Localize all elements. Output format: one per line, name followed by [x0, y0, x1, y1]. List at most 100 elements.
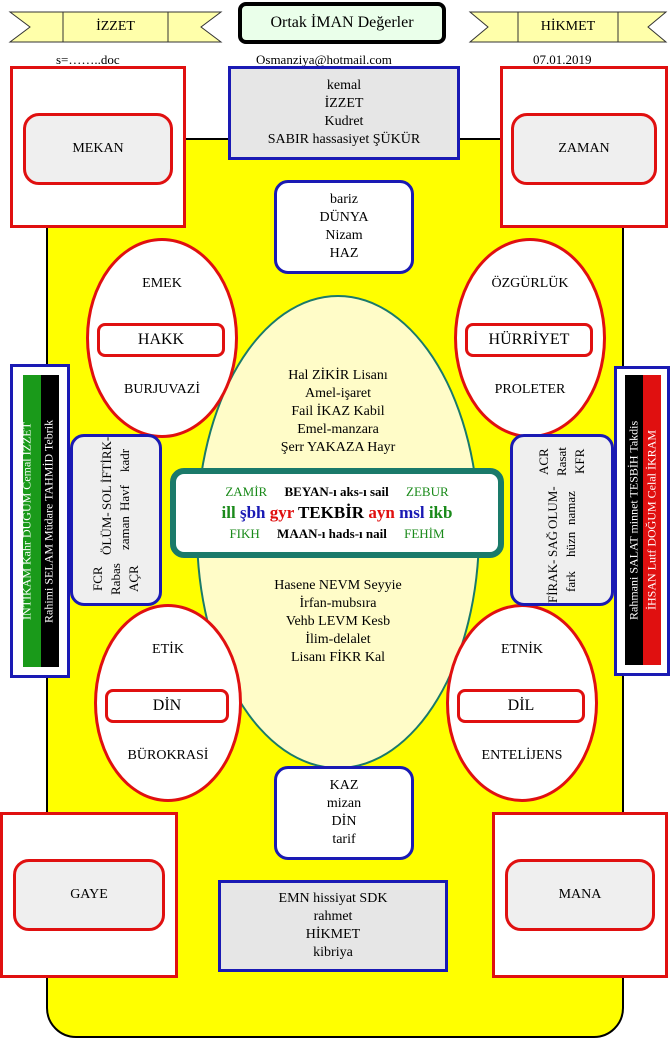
upper-inner-box: bariz DÜNYA Nizam HAZ — [274, 180, 414, 274]
oval-upper-line-4: Emel-manzara — [297, 422, 379, 437]
upper-line-1: bariz — [330, 192, 358, 207]
oval-lower-line-3: Vehb LEVM Kesb — [285, 614, 391, 629]
top-line-3: Kudret — [324, 114, 364, 129]
center-row-1: ZAMİR BEYAN-ı aks-ı sail ZEBUR — [225, 482, 448, 502]
emek-label: EMEK — [142, 276, 182, 291]
etnik-label: ETNİK — [501, 642, 543, 657]
burjuvazi-label: BURJUVAZİ — [124, 382, 200, 397]
upper-line-3: Nizam — [325, 228, 363, 243]
corner-bottom-right: MANA — [492, 812, 668, 978]
etik-label: ETİK — [152, 642, 184, 657]
proleter-label: PROLETER — [494, 382, 566, 397]
email: Osmanziya@hotmail.com — [256, 52, 392, 67]
oval-upper-line-5: Şerr YAKAZA Hayr — [280, 440, 396, 455]
left-flag-line-1: İNTİKAM Kahr DÜĞÜM Cemal İZZET — [19, 422, 34, 620]
corner-top-left: MEKAN — [10, 66, 186, 228]
top-values-box: kemal İZZET Kudret SABIR hassasiyet ŞÜKÜ… — [228, 66, 460, 160]
left-flag-green-stripe — [23, 375, 41, 667]
ozgurluk-label: ÖZGÜRLÜK — [491, 276, 569, 291]
oval-lower-text: Hasene NEVM Seyyie İrfan-mubsıra Vehb LE… — [236, 576, 440, 668]
oval-lower-line-2: İrfan-mubsıra — [299, 596, 377, 611]
gaye-box: GAYE — [13, 859, 165, 931]
lower-line-1: KAZ — [329, 778, 359, 793]
oval-upper-line-3: Fail İKAZ Kabil — [291, 404, 385, 419]
right-ribbon-label: HİKMET — [540, 19, 596, 34]
mana-box: MANA — [505, 859, 655, 931]
date: 07.01.2019 — [533, 52, 592, 67]
zamir-label: ZAMİR — [225, 484, 268, 499]
corner-top-right: ZAMAN — [500, 66, 668, 228]
oval-bottom-right: ETNİK DİL ENTELİJENS — [446, 604, 598, 802]
oval-lower-line-5: Lisanı FİKR Kal — [290, 650, 386, 665]
fehim-label: FEHİM — [404, 526, 445, 541]
left-flag-line-2: Rahimi SELAM Müdare TAHMİD Tebrik — [41, 419, 56, 623]
burokrasi-label: BÜROKRASİ — [127, 748, 209, 763]
hurriyet-box: HÜRRİYET — [465, 323, 593, 357]
right-flag-line-2: İHSAN Lutf DOĞUM Celal İKRAM — [644, 430, 659, 610]
center-row-3: FIKH MAAN-ı hads-ı nail FEHİM — [229, 524, 444, 544]
corner-bottom-left: GAYE — [0, 812, 178, 978]
msl-label: msl — [399, 503, 425, 522]
side-left-text: FCR Rabas AÇR ÖLÜM-zaman SOL Havf İFTİRK… — [73, 437, 159, 603]
dil-box: DİL — [457, 689, 585, 723]
side-right-box: FİRAK-fark SAĞ hüzn OLUM-namaz ACR Rasat… — [510, 434, 614, 606]
oval-bottom-left: ETİK DİN BÜROKRASİ — [94, 604, 242, 802]
filename: s=……..doc — [56, 52, 120, 67]
ill-label: ill — [221, 503, 236, 522]
bottom-line-1: EMN hissiyat SDK — [278, 891, 388, 906]
sbh-label: şbh — [239, 503, 266, 522]
right-ribbon — [468, 11, 668, 43]
entelijens-label: ENTELİJENS — [481, 748, 563, 763]
lower-line-2: mizan — [326, 796, 362, 811]
left-ribbon-label: İZZET — [96, 19, 135, 34]
oval-top-left: EMEK HAKK BURJUVAZİ — [86, 238, 238, 438]
bottom-line-3: HİKMET — [305, 927, 361, 942]
page-title: Ortak İMAN Değerler — [238, 2, 446, 44]
beyan-label: BEYAN-ı aks-ı sail — [284, 484, 389, 499]
side-right-line-4: ACR Rasat KFR — [536, 447, 587, 476]
side-left-line-2: ÖLÜM-zaman — [99, 512, 132, 555]
ikb-label: ikb — [428, 503, 453, 522]
gyr-label: gyr — [269, 503, 294, 522]
side-right-line-2: SAĞ hüzn — [545, 531, 578, 558]
oval-lower-line-4: İlim-delalet — [305, 632, 371, 647]
zebur-label: ZEBUR — [406, 484, 449, 499]
top-line-2: İZZET — [324, 96, 364, 111]
side-left-flag: İNTİKAM Kahr DÜĞÜM Cemal İZZET Rahimi SE… — [10, 364, 70, 678]
top-line-1: kemal — [326, 78, 362, 93]
zaman-box: ZAMAN — [511, 113, 657, 185]
oval-upper-line-2: Amel-işaret — [304, 386, 372, 401]
bottom-line-2: rahmet — [313, 909, 353, 924]
fikh-label: FIKH — [229, 526, 260, 541]
right-flag-black-stripe — [625, 375, 643, 665]
ayn-label: ayn — [368, 503, 395, 522]
oval-upper-text: Hal ZİKİR Lisanı Amel-işaret Fail İKAZ K… — [236, 366, 440, 458]
left-flag-black-stripe — [41, 375, 59, 667]
upper-line-4: HAZ — [329, 246, 359, 261]
oval-lower-line-1: Hasene NEVM Seyyie — [274, 578, 402, 593]
hakk-box: HAKK — [97, 323, 225, 357]
side-left-box: FCR Rabas AÇR ÖLÜM-zaman SOL Havf İFTİRK… — [70, 434, 162, 606]
lower-line-3: DİN — [331, 814, 357, 829]
oval-upper-line-1: Hal ZİKİR Lisanı — [288, 368, 388, 383]
side-right-line-1: FİRAK-fark — [545, 559, 578, 603]
top-line-4: SABIR hassasiyet ŞÜKÜR — [267, 132, 421, 147]
right-flag-red-stripe — [643, 375, 661, 665]
center-row-2: ill şbh gyr TEKBİR ayn msl ikb — [222, 502, 453, 524]
side-right-line-3: OLUM-namaz — [545, 486, 578, 529]
din-box: DİN — [105, 689, 229, 723]
side-right-flag: Rahmani SALAT minnet TESBİH Takdis İHSAN… — [614, 366, 670, 676]
side-left-line-3: SOL Havf — [99, 484, 132, 511]
right-flag-line-1: Rahmani SALAT minnet TESBİH Takdis — [626, 420, 641, 620]
oval-top-right: ÖZGÜRLÜK HÜRRİYET PROLETER — [454, 238, 606, 438]
maan-label: MAAN-ı hads-ı nail — [277, 526, 387, 541]
left-ribbon — [8, 11, 223, 43]
side-left-line-1: FCR Rabas AÇR — [90, 563, 141, 595]
upper-line-2: DÜNYA — [319, 210, 369, 225]
center-box: ZAMİR BEYAN-ı aks-ı sail ZEBUR ill şbh g… — [170, 468, 504, 558]
lower-line-4: tarif — [332, 832, 356, 847]
mekan-box: MEKAN — [23, 113, 173, 185]
side-left-line-4: İFTİRK-kadr — [99, 437, 132, 484]
side-right-text: FİRAK-fark SAĞ hüzn OLUM-namaz ACR Rasat… — [513, 437, 611, 603]
tekbir-label: TEKBİR — [297, 503, 365, 522]
